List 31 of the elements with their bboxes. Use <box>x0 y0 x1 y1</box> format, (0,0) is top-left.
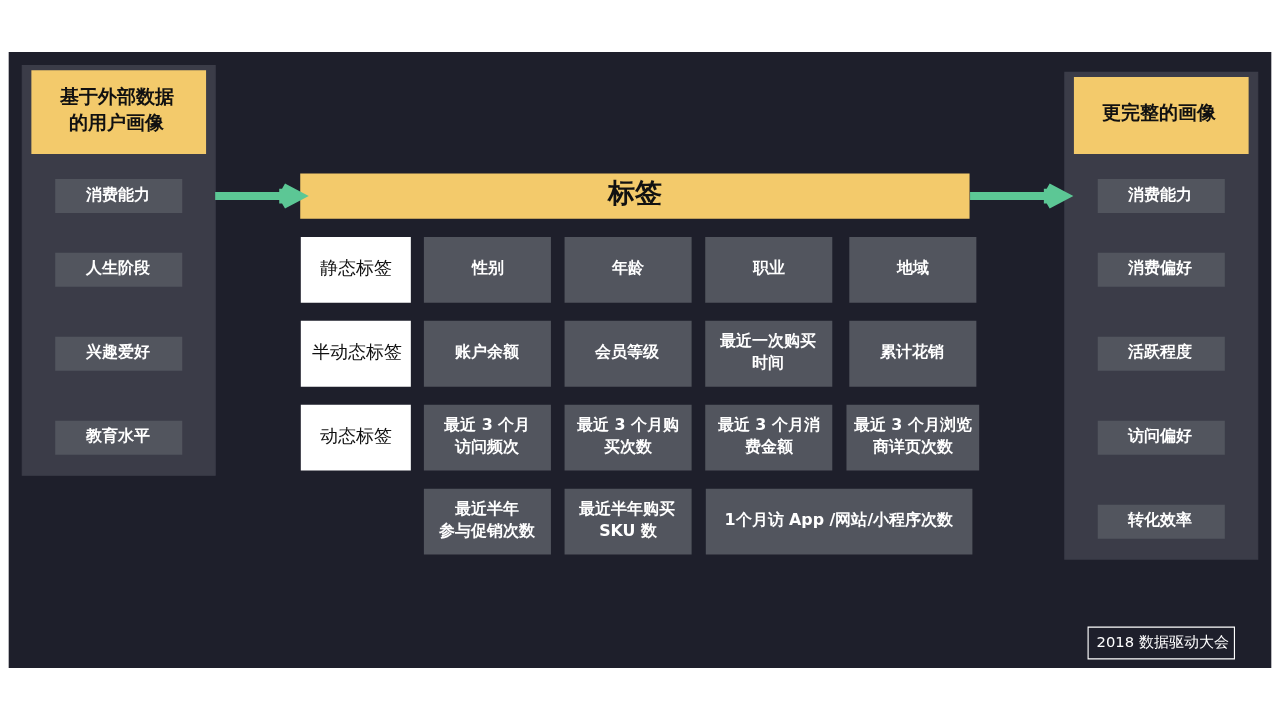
node-box: 职业 <box>705 236 833 303</box>
node-box: 人生阶段 <box>55 252 183 287</box>
node-box: 消费偏好 <box>1097 252 1225 287</box>
node-box: 消费能力 <box>55 179 183 214</box>
node-box: 教育水平 <box>55 420 183 455</box>
arrow <box>215 183 306 209</box>
node-box: 最近 3 个月购买次数 <box>564 404 692 471</box>
node-box: 半动态标签 <box>300 320 411 387</box>
node-box: 累计花销 <box>849 320 977 387</box>
node-box: 消费能力 <box>1097 179 1225 214</box>
node-box: 动态标签 <box>300 404 411 471</box>
node-box: 静态标签 <box>300 236 411 303</box>
node-box: 标签 <box>300 173 970 219</box>
node-box: 地域 <box>849 236 977 303</box>
node-box: 转化效率 <box>1097 504 1225 539</box>
node-box: 年龄 <box>564 236 692 303</box>
node-box: 最近 3 个月浏览商详页次数 <box>846 404 980 471</box>
node-box: 访问偏好 <box>1097 420 1225 455</box>
node-box: 会员等级 <box>564 320 692 387</box>
node-box: 最近 3 个月消费金额 <box>705 404 833 471</box>
node-box: 性别 <box>423 236 551 303</box>
node-box: 1个月访 App /网站/小程序次数 <box>705 488 973 555</box>
arrow <box>970 183 1070 209</box>
label: 2018 数据驱动大会 <box>1096 632 1229 650</box>
node-box: 最近 3 个月访问频次 <box>423 404 551 471</box>
node-box: 最近半年购买SKU 数 <box>564 488 692 555</box>
node-box: 账户余额 <box>423 320 551 387</box>
node-box: 最近半年参与促销次数 <box>423 488 551 555</box>
node-box: 最近一次购买时间 <box>705 320 833 387</box>
node-box: 兴趣爱好 <box>55 336 183 371</box>
node-box: 活跃程度 <box>1097 336 1225 371</box>
